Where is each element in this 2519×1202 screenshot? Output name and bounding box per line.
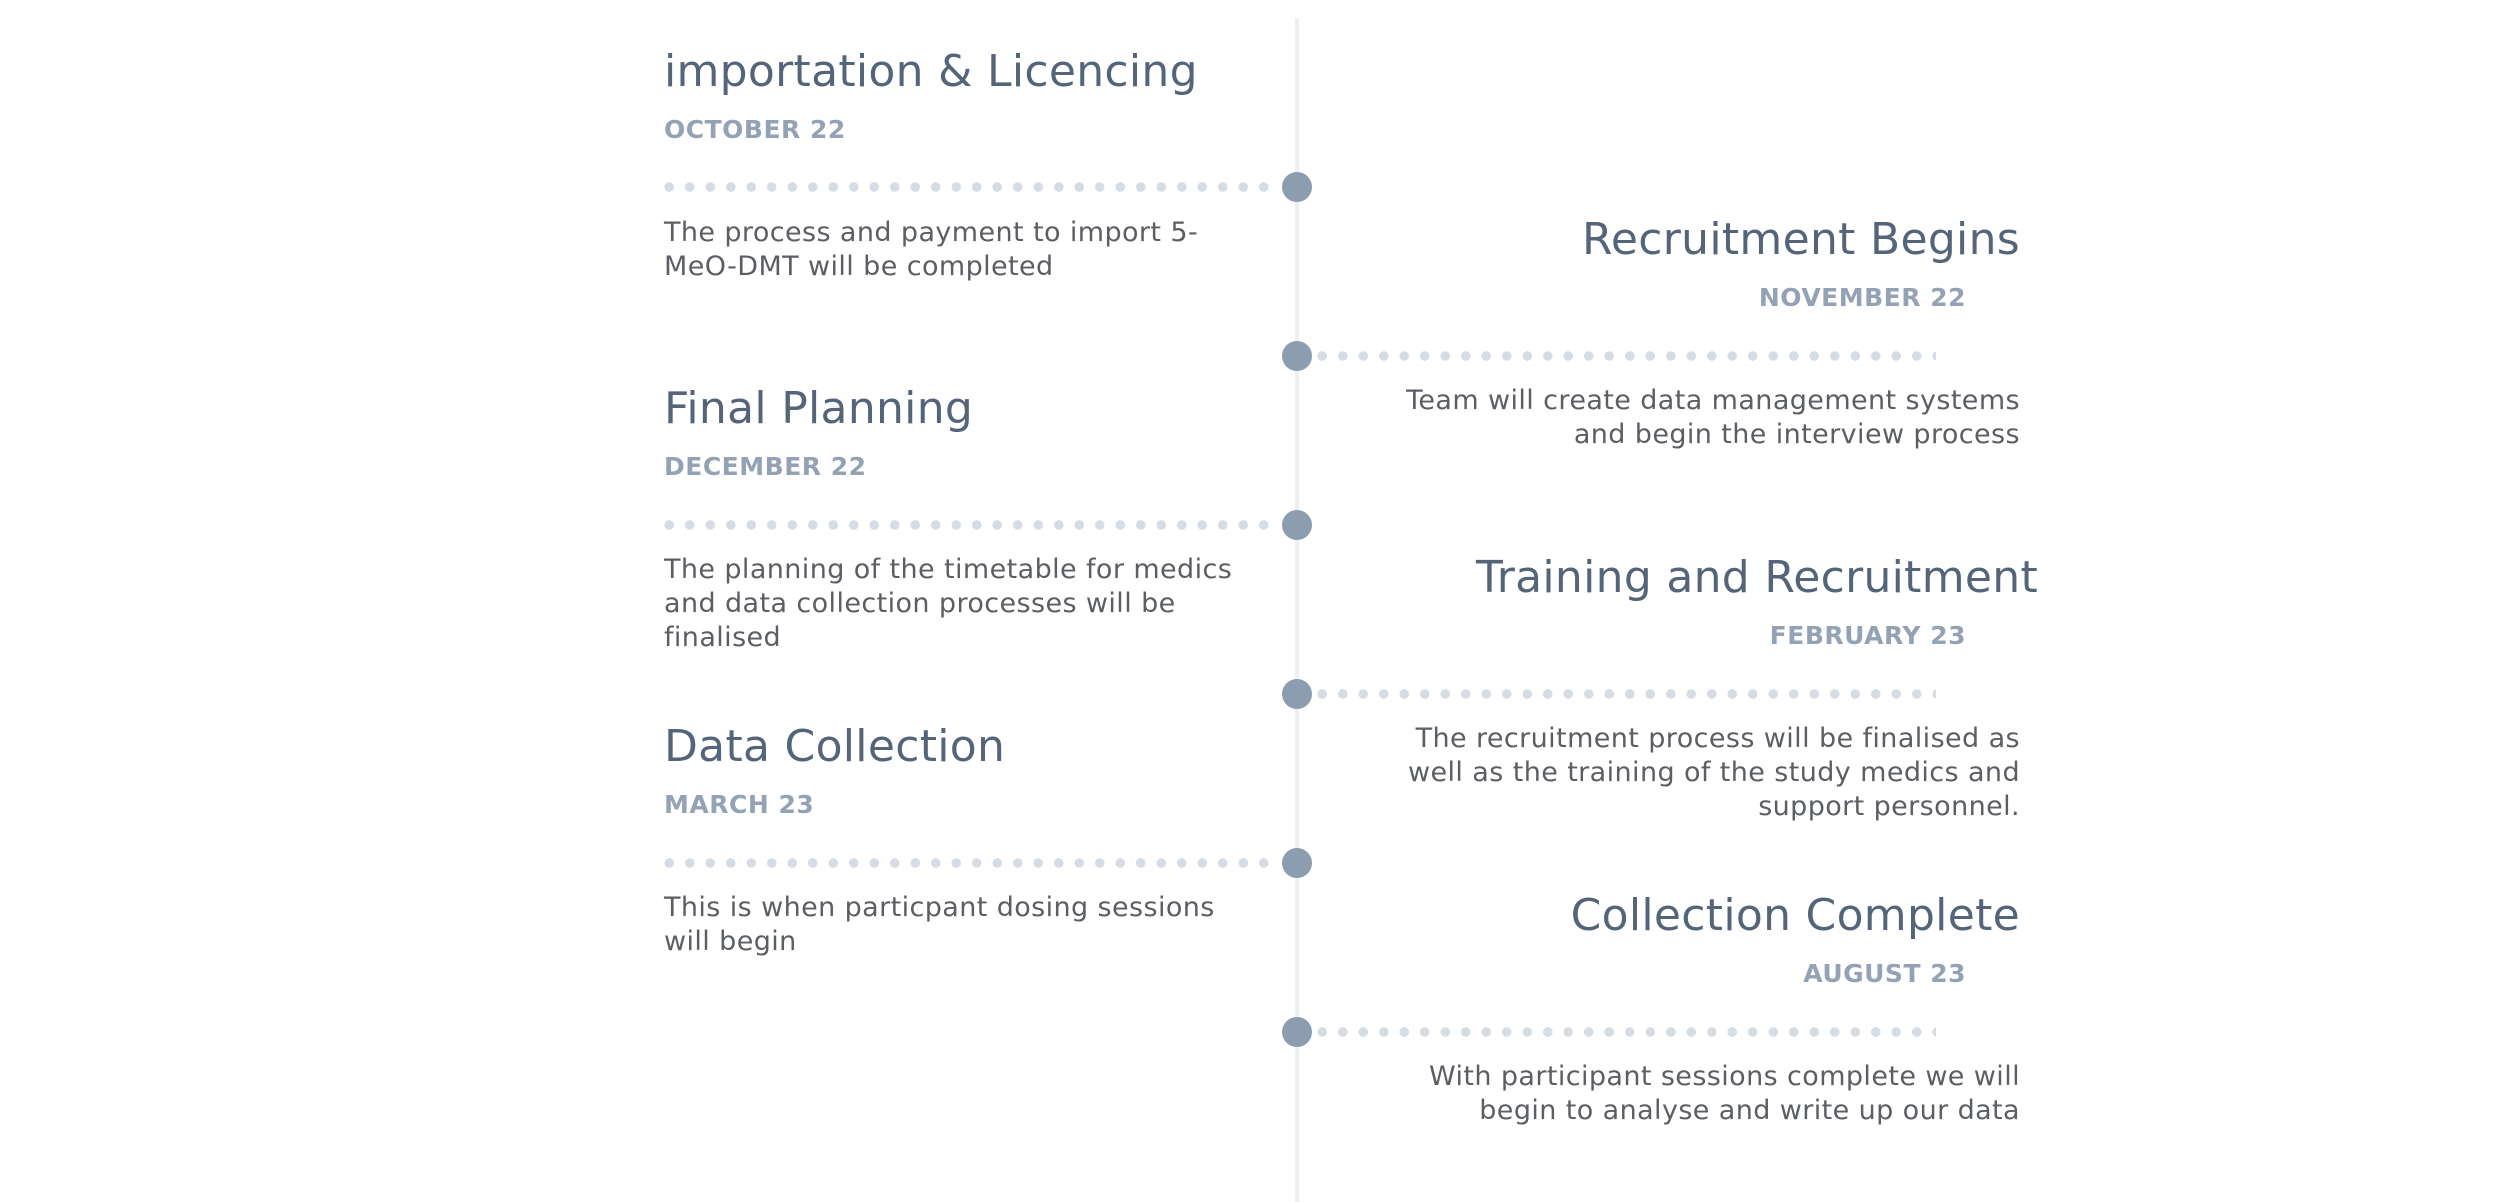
timeline-axis-line xyxy=(1295,18,1299,1202)
timeline-item-date: MARCH 23 xyxy=(664,790,815,819)
timeline-item-importation: importation & Licencing OCTOBER 22 The p… xyxy=(664,44,1304,282)
timeline-item-date: AUGUST 23 xyxy=(1803,959,1966,988)
timeline-node xyxy=(1282,172,1312,202)
dotted-connector xyxy=(1312,1027,1936,1037)
timeline-item-title: Data Collection xyxy=(664,721,1006,772)
timeline-item-training-recruitment: Training and Recruitment FEBRUARY 23 The… xyxy=(1380,550,2038,822)
timeline-item-date: OCTOBER 22 xyxy=(664,115,846,144)
timeline-item-description: Team will create data management systems… xyxy=(1406,385,2020,450)
dotted-connector xyxy=(659,858,1279,868)
dotted-connector xyxy=(1312,689,1936,699)
timeline-node xyxy=(1282,510,1312,540)
timeline-item-final-planning: Final Planning DECEMBER 22 The planning … xyxy=(664,381,1304,653)
timeline-item-title: Training and Recruitment xyxy=(1476,552,2038,603)
timeline-item-description: The planning of the timetable for medics… xyxy=(664,554,1233,653)
timeline-node xyxy=(1282,848,1312,878)
timeline-node xyxy=(1282,341,1312,371)
timeline-item-description: With participant sessions complete we wi… xyxy=(1428,1061,2020,1126)
timeline-item-recruitment-begins: Recruitment Begins NOVEMBER 22 Team will… xyxy=(1380,212,2020,450)
timeline-item-date: NOVEMBER 22 xyxy=(1758,283,1966,312)
timeline-item-title: Recruitment Begins xyxy=(1582,214,2020,265)
dotted-connector xyxy=(659,520,1279,530)
timeline-node xyxy=(1282,679,1312,709)
timeline-item-date: DECEMBER 22 xyxy=(664,452,867,481)
timeline-item-collection-complete: Collection Complete AUGUST 23 With parti… xyxy=(1380,888,2020,1126)
timeline-item-description: The recruitment process will be finalise… xyxy=(1408,723,2020,822)
timeline-item-title: Collection Complete xyxy=(1570,890,2020,941)
timeline-item-title: importation & Licencing xyxy=(664,46,1198,97)
timeline-item-description: This is when particpant dosing sessions … xyxy=(664,892,1215,957)
timeline-item-title: Final Planning xyxy=(664,383,974,434)
timeline-node xyxy=(1282,1017,1312,1047)
dotted-connector xyxy=(659,182,1279,192)
timeline-item-date: FEBRUARY 23 xyxy=(1769,621,1966,650)
dotted-connector xyxy=(1312,351,1936,361)
timeline-item-description: The process and payment to import 5-MeO-… xyxy=(664,217,1199,282)
timeline-item-data-collection: Data Collection MARCH 23 This is when pa… xyxy=(664,719,1304,957)
